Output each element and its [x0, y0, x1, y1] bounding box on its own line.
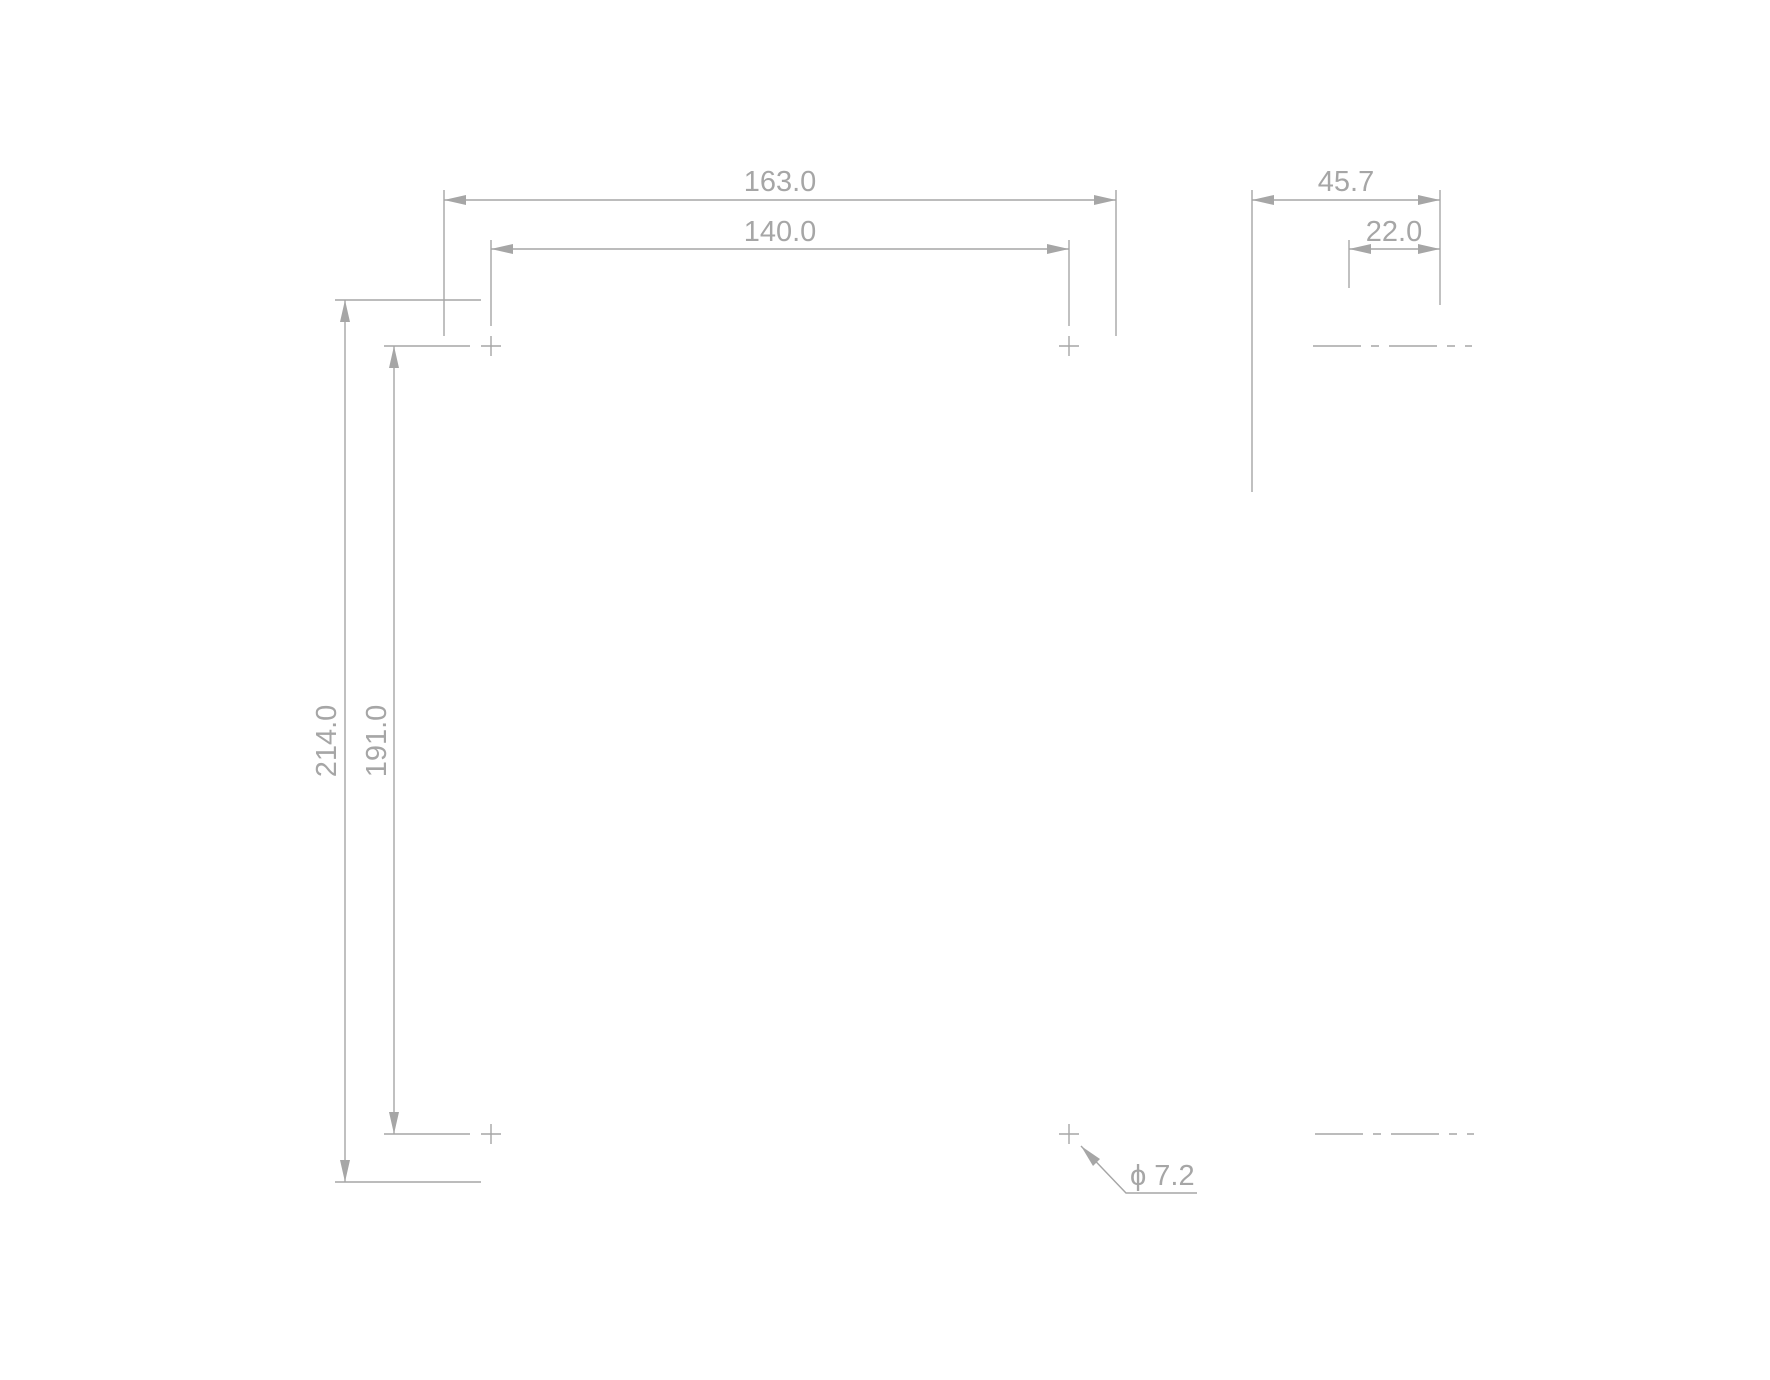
arrowhead-left	[444, 195, 466, 205]
hole-spacing-horizontal-dimension: 140.0	[490, 216, 1070, 326]
leader-arrowhead	[1081, 1146, 1100, 1166]
hole-diameter-label: ϕ 7.2	[1130, 1160, 1195, 1192]
arrowhead-right	[1418, 195, 1440, 205]
arrowhead-right	[1094, 195, 1116, 205]
arrowhead-top	[340, 300, 350, 322]
hole-spacing-vertical-dimension: 191.0	[361, 345, 470, 1135]
overall-height-label: 214.0	[311, 705, 343, 778]
mount-offset-dimension: 22.0	[1348, 216, 1440, 288]
hole-center-mark-top-left	[481, 336, 501, 356]
hole-center-mark-bottom-left	[481, 1124, 501, 1144]
hole-diameter-leader: ϕ 7.2	[1080, 1145, 1197, 1194]
hole-center-mark-top-right	[1059, 336, 1079, 356]
arrowhead-left	[491, 244, 513, 254]
overall-width-dimension: 163.0	[443, 166, 1117, 336]
overall-width-label: 163.0	[744, 166, 817, 198]
hole-center-mark-bottom-right	[1059, 1124, 1079, 1144]
depth-label: 45.7	[1318, 166, 1374, 198]
overall-height-dimension: 214.0	[311, 299, 481, 1183]
arrowhead-left	[1349, 244, 1371, 254]
mount-offset-label: 22.0	[1366, 216, 1422, 248]
arrowhead-right	[1418, 244, 1440, 254]
hole-spacing-vertical-label: 191.0	[361, 705, 393, 778]
arrowhead-right	[1047, 244, 1069, 254]
depth-dimension: 45.7	[1251, 166, 1441, 492]
arrowhead-top	[389, 346, 399, 368]
arrowhead-bottom	[389, 1112, 399, 1134]
hole-spacing-horizontal-label: 140.0	[744, 216, 817, 248]
arrowhead-bottom	[340, 1160, 350, 1182]
arrowhead-left	[1252, 195, 1274, 205]
